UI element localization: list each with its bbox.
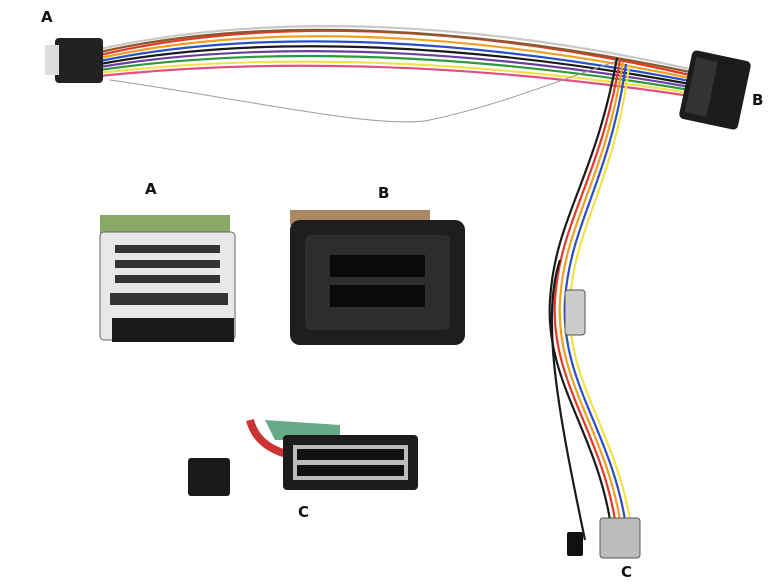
detail-connector-a [99,215,236,342]
connector-c-bottom [567,517,641,559]
branch-wire-bundle [548,57,632,541]
label-connector-c: C [621,563,633,581]
detail-connector-b [290,210,465,345]
label-detail-c: C [298,503,310,521]
connector-b-top [679,50,751,130]
detail-connector-c [188,418,418,496]
main-wire-bundle [99,25,691,123]
fuse-holder [564,289,586,336]
connector-a-top [45,38,103,83]
label-detail-a: A [145,180,157,198]
label-detail-b: B [378,184,390,202]
label-connector-b: B [752,91,764,109]
label-connector-a: A [41,8,53,26]
